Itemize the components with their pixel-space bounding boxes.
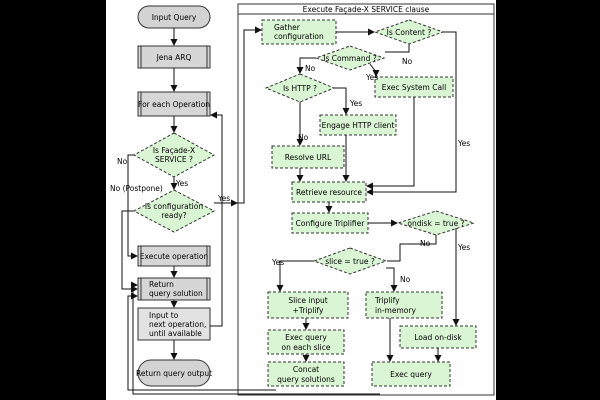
input-next-operation-node: Input to next operation, until available xyxy=(137,307,211,341)
return-query-solution-node: Return query solution xyxy=(137,277,211,301)
is-http-decision: Is HTTP ? xyxy=(264,73,336,103)
label-slice-yes: Yes xyxy=(271,258,284,267)
svg-text:SERVICE ?: SERVICE ? xyxy=(155,155,193,164)
input-query-node: Input Query xyxy=(137,5,211,29)
edge-content-yes xyxy=(366,31,457,196)
svg-text:query solution: query solution xyxy=(149,289,203,298)
svg-text:query solutions: query solutions xyxy=(277,375,335,384)
is-configuration-ready-decision: Is configuration ready? xyxy=(132,189,216,233)
label-facadex-yes: Yes xyxy=(175,179,188,188)
label-config-yes: Yes xyxy=(217,194,230,203)
service-clause-title-bar xyxy=(237,3,495,15)
label-http-no: No xyxy=(298,133,309,142)
svg-text:ondisk = true ?: ondisk = true ? xyxy=(407,219,464,228)
label-ondisk-yes: Yes xyxy=(457,243,470,252)
edge-content-no xyxy=(385,44,410,53)
svg-text:Load on-disk: Load on-disk xyxy=(414,333,462,342)
edge-syscall-to-retrieve xyxy=(366,97,415,190)
svg-text:Engage HTTP client: Engage HTTP client xyxy=(322,121,395,130)
label-content-yes: Yes xyxy=(457,139,470,148)
engage-http-client-node: Engage HTTP client xyxy=(319,114,397,136)
return-query-output-node: Return query output xyxy=(136,359,212,387)
svg-text:Execute operation: Execute operation xyxy=(140,252,209,261)
edge-command-no xyxy=(296,57,316,74)
svg-text:Input to: Input to xyxy=(149,311,179,320)
edge-slice-no xyxy=(386,267,398,292)
exec-query-each-slice-node: Exec query on each slice xyxy=(267,329,345,355)
ondisk-decision: ondisk = true ? xyxy=(396,210,476,236)
load-ondisk-node: Load on-disk xyxy=(399,325,477,349)
svg-text:in-memory: in-memory xyxy=(375,306,416,315)
svg-text:Exec System Call: Exec System Call xyxy=(382,83,446,92)
svg-text:Concat: Concat xyxy=(293,365,319,374)
triplify-inmemory-node: Triplify in-memory xyxy=(365,291,443,319)
svg-text:Resolve URL: Resolve URL xyxy=(285,153,332,162)
edge-enter-gather xyxy=(237,26,262,204)
edge-ondisk-no xyxy=(387,235,437,262)
label-command-yes: Yes xyxy=(365,73,378,82)
svg-text:ready?: ready? xyxy=(161,211,186,220)
edge-facadex-no xyxy=(127,154,138,260)
svg-text:on each slice: on each slice xyxy=(281,343,330,352)
svg-text:Return query output: Return query output xyxy=(136,369,212,378)
concat-query-solutions-node: Concat query solutions xyxy=(267,361,345,387)
label-http-yes: Yes xyxy=(349,99,362,108)
svg-text:Triplify: Triplify xyxy=(374,296,400,305)
label-ondisk-no: No xyxy=(420,239,431,248)
retrieve-resource-node: Retrieve resource xyxy=(291,181,367,203)
svg-text:Input Query: Input Query xyxy=(152,13,197,22)
svg-text:Jena ARQ: Jena ARQ xyxy=(156,53,192,62)
configure-triplifier-node: Configure Triplifier xyxy=(291,212,369,234)
resolve-url-node: Resolve URL xyxy=(271,145,345,169)
label-content-no: No xyxy=(402,57,413,66)
service-clause-title: Execute Façade-X SERVICE clause xyxy=(303,5,430,14)
exec-system-call-node: Exec System Call xyxy=(374,76,454,98)
jena-arq-node: Jena ARQ xyxy=(137,45,211,69)
svg-text:configuration: configuration xyxy=(274,32,324,41)
exec-query-node: Exec query xyxy=(371,361,451,387)
edge-command-yes xyxy=(369,63,380,77)
label-command-no: No xyxy=(305,64,316,73)
svg-text:until available: until available xyxy=(149,329,202,338)
svg-text:Retrieve resource: Retrieve resource xyxy=(296,188,362,197)
slice-decision: slice = true ? xyxy=(312,247,388,275)
svg-text:Gather: Gather xyxy=(274,23,301,32)
for-each-operation-node: For each Operation xyxy=(137,91,211,117)
svg-text:For each Operation: For each Operation xyxy=(138,100,210,109)
svg-text:Return: Return xyxy=(149,280,174,289)
label-facadex-no: No xyxy=(117,157,128,166)
gather-configuration-node: Gather configuration xyxy=(261,19,337,45)
svg-text:slice = true ?: slice = true ? xyxy=(325,257,375,266)
svg-text:Exec query: Exec query xyxy=(285,333,327,342)
svg-text:Is configuration: Is configuration xyxy=(145,202,203,211)
edge-loop-back xyxy=(210,111,223,327)
svg-text:Is Content ?: Is Content ? xyxy=(387,28,432,37)
edge-execquery-return xyxy=(131,281,380,395)
svg-text:next operation,: next operation, xyxy=(149,320,206,329)
label-config-postpone: No (Postpone) xyxy=(110,184,163,193)
svg-text:Is HTTP ?: Is HTTP ? xyxy=(283,84,317,93)
label-slice-no: No xyxy=(400,275,411,284)
svg-text:+Triplify: +Triplify xyxy=(293,306,324,315)
svg-text:Configure Triplifier: Configure Triplifier xyxy=(296,219,366,228)
edge-http-yes xyxy=(334,87,350,115)
execute-operation-node: Execute operation xyxy=(137,245,211,267)
edge-config-postpone xyxy=(121,210,138,293)
svg-text:Is Command ?: Is Command ? xyxy=(323,54,376,63)
slice-input-node: Slice input +Triplify xyxy=(267,291,349,319)
svg-text:Exec query: Exec query xyxy=(390,370,432,379)
is-command-decision: Is Command ? xyxy=(314,45,386,71)
edge-slice-yes xyxy=(276,260,314,292)
svg-text:Slice input: Slice input xyxy=(288,296,327,305)
svg-text:Is Façade-X: Is Façade-X xyxy=(153,146,195,155)
